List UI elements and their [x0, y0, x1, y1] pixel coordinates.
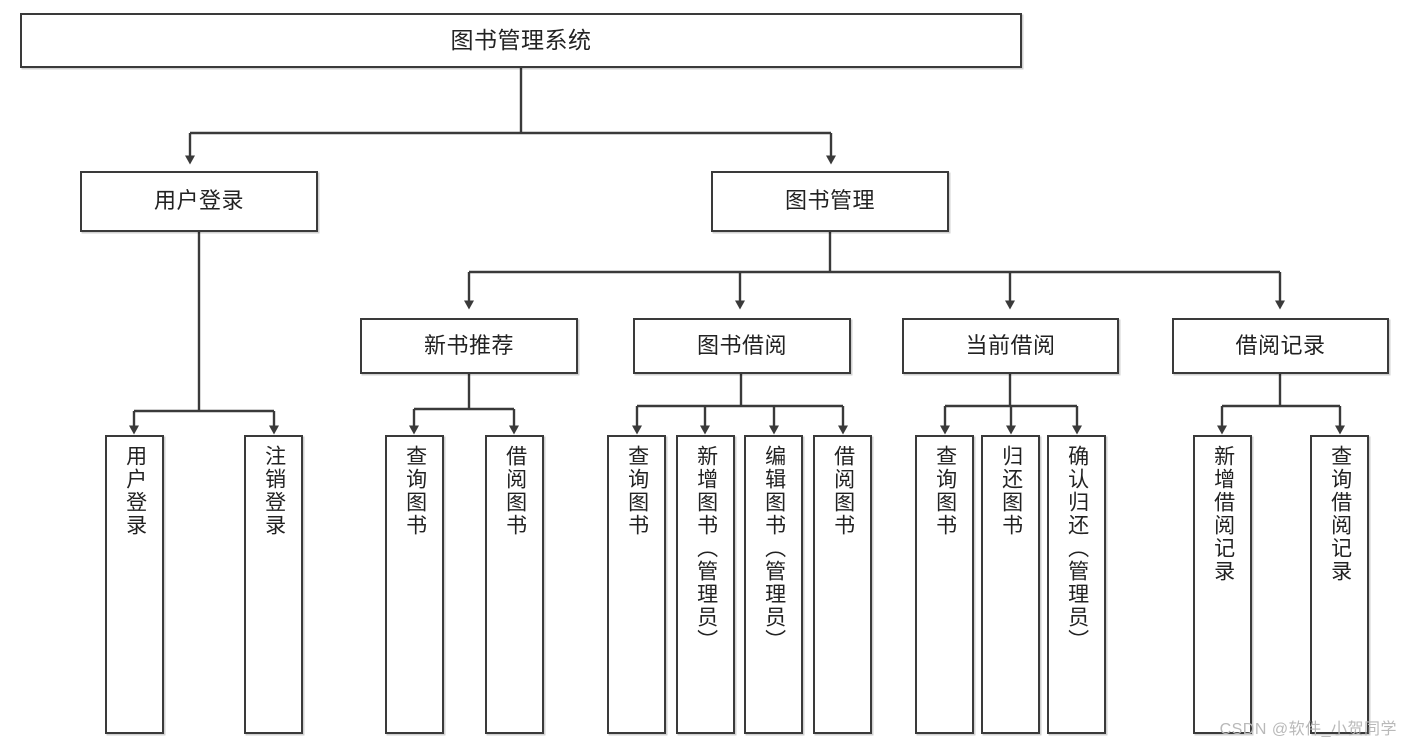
node-new-book-recommend[interactable]: 新书推荐 — [360, 318, 578, 374]
node-label: 查询图书 — [933, 445, 957, 537]
node-label: 注销登录 — [262, 445, 286, 537]
leaf-user-login-logout[interactable]: 注销登录 — [244, 435, 303, 734]
leaf-borrow-record-add[interactable]: 新增借阅记录 — [1193, 435, 1252, 734]
node-book-borrow[interactable]: 图书借阅 — [633, 318, 851, 374]
node-label: 新增图书（管理员） — [694, 445, 718, 652]
node-label: 查询图书 — [625, 445, 649, 537]
node-label: 编辑图书（管理员） — [762, 445, 786, 652]
leaf-book-borrow-add[interactable]: 新增图书（管理员） — [676, 435, 735, 734]
node-label: 用户登录 — [123, 445, 147, 537]
node-label: 图书借阅 — [696, 332, 787, 358]
watermark-text: CSDN @软件_小贺同学 — [1219, 721, 1397, 738]
node-label: 归还图书 — [999, 445, 1023, 537]
node-current-borrow[interactable]: 当前借阅 — [902, 318, 1119, 374]
node-label: 查询借阅记录 — [1328, 445, 1352, 583]
node-label: 借阅记录 — [1235, 332, 1326, 358]
node-label: 当前借阅 — [965, 332, 1056, 358]
leaf-book-borrow-edit[interactable]: 编辑图书（管理员） — [744, 435, 803, 734]
leaf-new-book-borrow[interactable]: 借阅图书 — [485, 435, 544, 734]
leaf-book-borrow-borrow[interactable]: 借阅图书 — [813, 435, 872, 734]
node-book-management[interactable]: 图书管理 — [711, 171, 949, 232]
node-label: 图书管理系统 — [450, 26, 592, 53]
node-root-book-management-system[interactable]: 图书管理系统 — [20, 13, 1022, 68]
node-label: 新书推荐 — [423, 332, 514, 358]
leaf-borrow-record-query[interactable]: 查询借阅记录 — [1310, 435, 1369, 734]
node-borrow-record[interactable]: 借阅记录 — [1172, 318, 1389, 374]
leaf-new-book-query[interactable]: 查询图书 — [385, 435, 444, 734]
node-label: 新增借阅记录 — [1211, 445, 1235, 583]
node-label: 用户登录 — [153, 188, 244, 214]
leaf-user-login-login[interactable]: 用户登录 — [105, 435, 164, 734]
leaf-current-borrow-confirm-return[interactable]: 确认归还（管理员） — [1047, 435, 1106, 734]
node-label: 借阅图书 — [503, 445, 527, 537]
node-label: 确认归还（管理员） — [1065, 445, 1089, 652]
node-label: 借阅图书 — [831, 445, 855, 537]
node-label: 图书管理 — [784, 188, 875, 214]
leaf-current-borrow-return[interactable]: 归还图书 — [981, 435, 1040, 734]
leaf-book-borrow-query[interactable]: 查询图书 — [607, 435, 666, 734]
node-user-login[interactable]: 用户登录 — [80, 171, 318, 232]
leaf-current-borrow-query[interactable]: 查询图书 — [915, 435, 974, 734]
node-label: 查询图书 — [403, 445, 427, 537]
